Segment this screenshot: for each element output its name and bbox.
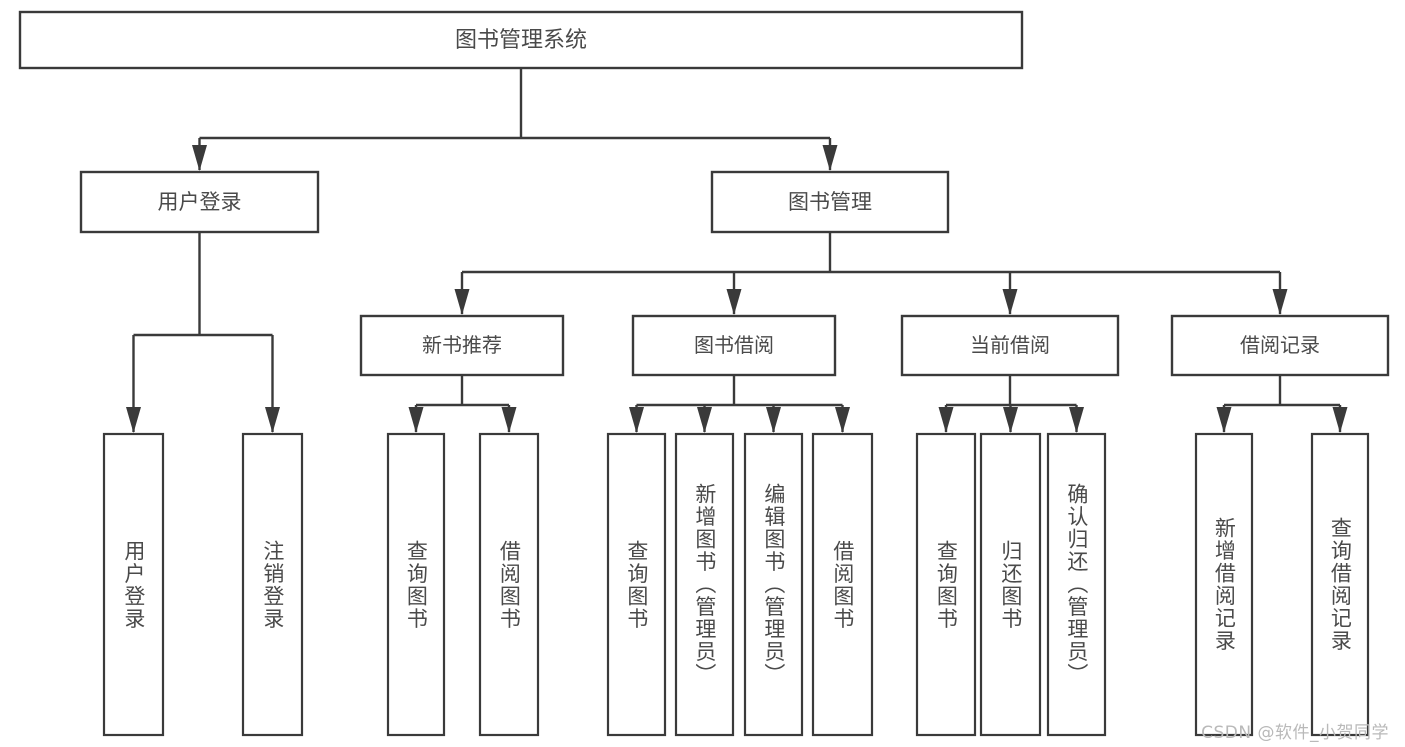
arrow-to-return-book (1003, 407, 1018, 433)
node-borrow-record-label: 借阅记录 (1240, 333, 1320, 357)
arrow-to-add-borrow-record (1216, 407, 1232, 433)
arrow-to-query-borrow-record (1332, 407, 1348, 433)
node-book-manage-box[interactable] (710, 170, 950, 234)
node-query-book-1-box[interactable] (386, 432, 446, 737)
arrow-to-user-login-do (126, 407, 141, 433)
node-add-book-admin-box[interactable] (674, 432, 735, 737)
arrow-to-edit-book-admin (766, 407, 781, 433)
node-add-borrow-record-box[interactable] (1194, 432, 1254, 737)
node-book-borrow-label: 图书借阅 (694, 333, 774, 357)
node-root-label: 图书管理系统 (455, 28, 587, 53)
arrow-to-user-login (192, 145, 207, 171)
arrow-to-new-book-recommend (454, 289, 470, 315)
arrow-to-add-book-admin (697, 407, 712, 433)
arrow-to-current-borrow (1002, 289, 1018, 315)
node-root-box[interactable] (18, 10, 1024, 70)
arrow-to-book-borrow (726, 289, 742, 315)
node-query-book-3-box[interactable] (915, 432, 977, 737)
node-current-borrow-box[interactable] (900, 314, 1120, 377)
node-new-book-recommend-box[interactable] (359, 314, 565, 377)
node-user-logout-box[interactable] (241, 432, 304, 737)
node-book-borrow-box[interactable] (631, 314, 837, 377)
node-borrow-book-2-box[interactable] (811, 432, 874, 737)
node-confirm-return-admin-box[interactable] (1046, 432, 1107, 737)
arrow-to-user-logout (265, 407, 280, 433)
node-user-login-box[interactable] (79, 170, 320, 234)
arrow-to-borrow-book-2 (835, 407, 850, 433)
node-query-book-2-box[interactable] (606, 432, 667, 737)
node-edit-book-admin-box[interactable] (743, 432, 804, 737)
arrow-to-query-book-2 (629, 407, 644, 433)
node-new-book-recommend-label: 新书推荐 (422, 333, 502, 357)
arrow-to-query-book-1 (408, 407, 424, 433)
node-user-login-do-box[interactable] (102, 432, 165, 737)
arrow-to-book-manage (822, 145, 838, 171)
arrow-to-borrow-book-1 (501, 407, 517, 433)
arrow-to-query-book-3 (938, 407, 954, 433)
arrow-to-confirm-return-admin (1069, 407, 1084, 433)
arrow-to-borrow-record (1272, 289, 1288, 315)
node-borrow-record-box[interactable] (1170, 314, 1390, 377)
node-user-login-label: 用户登录 (158, 190, 242, 214)
node-current-borrow-label: 当前借阅 (970, 333, 1050, 357)
node-query-borrow-record-box[interactable] (1310, 432, 1370, 737)
node-book-manage-label: 图书管理 (788, 190, 872, 214)
node-borrow-book-1-box[interactable] (478, 432, 540, 737)
node-return-book-box[interactable] (979, 432, 1042, 737)
